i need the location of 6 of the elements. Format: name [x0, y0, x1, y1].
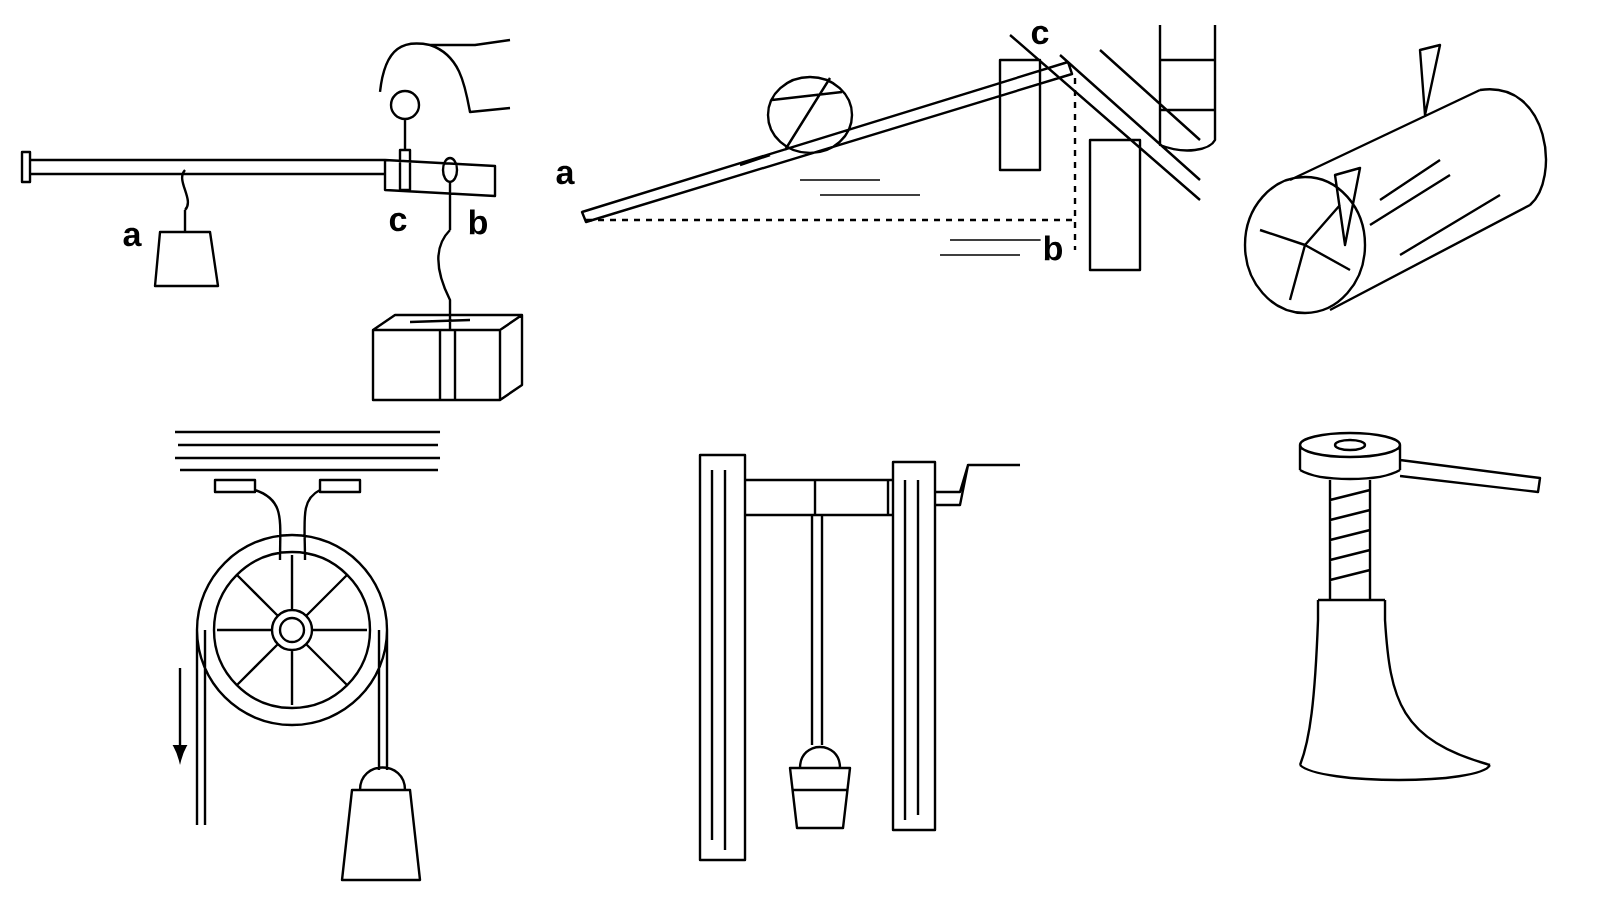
- part-label: c: [1028, 23, 1052, 47]
- part-label: c: [386, 210, 410, 234]
- part-label: b: [1040, 233, 1066, 263]
- part-label: a: [120, 225, 144, 249]
- part-label: b: [465, 207, 491, 237]
- part-label: a: [553, 163, 577, 187]
